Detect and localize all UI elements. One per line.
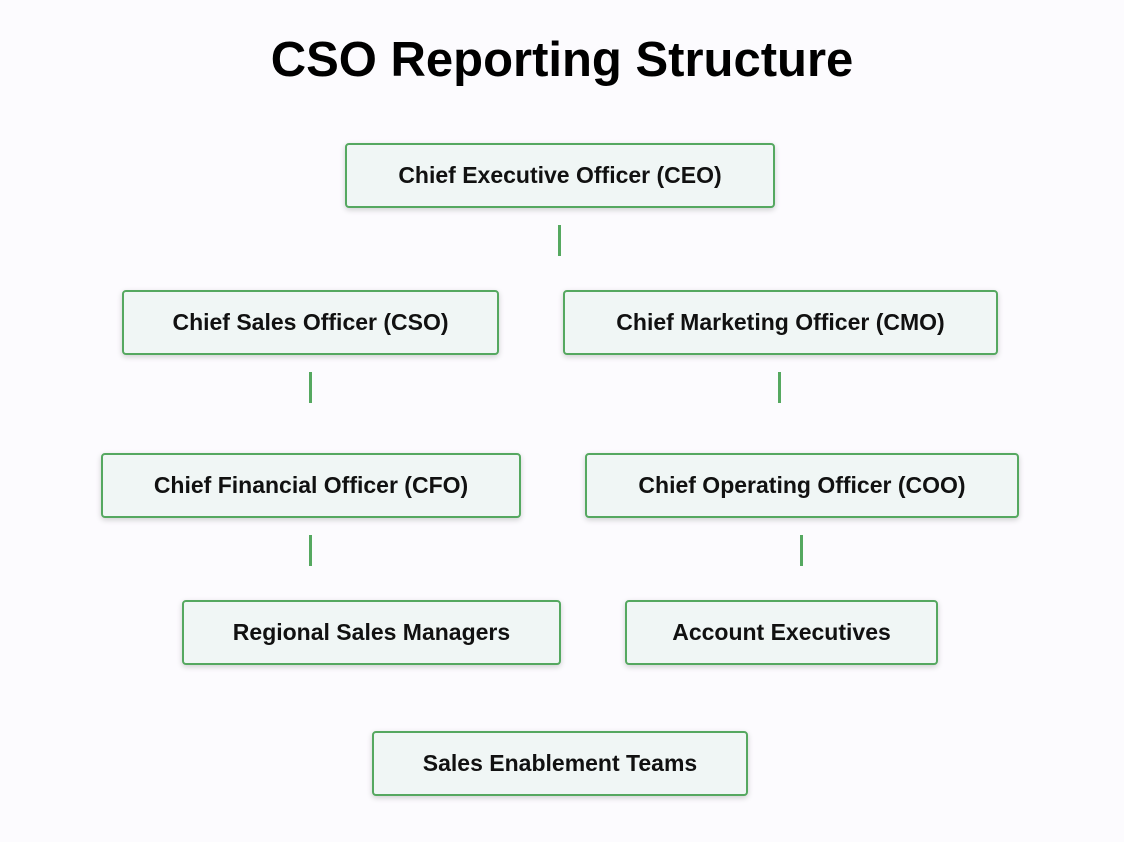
node-coo: Chief Operating Officer (COO) [585, 453, 1019, 518]
node-ceo: Chief Executive Officer (CEO) [345, 143, 775, 208]
node-regional-sales-managers: Regional Sales Managers [182, 600, 561, 665]
diagram-title: CSO Reporting Structure [270, 33, 854, 87]
connector-cfo [309, 535, 312, 566]
node-account-executives: Account Executives [625, 600, 938, 665]
connector-ceo [558, 225, 561, 256]
node-cmo: Chief Marketing Officer (CMO) [563, 290, 998, 355]
node-cso: Chief Sales Officer (CSO) [122, 290, 499, 355]
node-sales-enablement-teams: Sales Enablement Teams [372, 731, 748, 796]
node-cfo: Chief Financial Officer (CFO) [101, 453, 521, 518]
connector-cso [309, 372, 312, 403]
connector-cmo [778, 372, 781, 403]
connector-coo [800, 535, 803, 566]
